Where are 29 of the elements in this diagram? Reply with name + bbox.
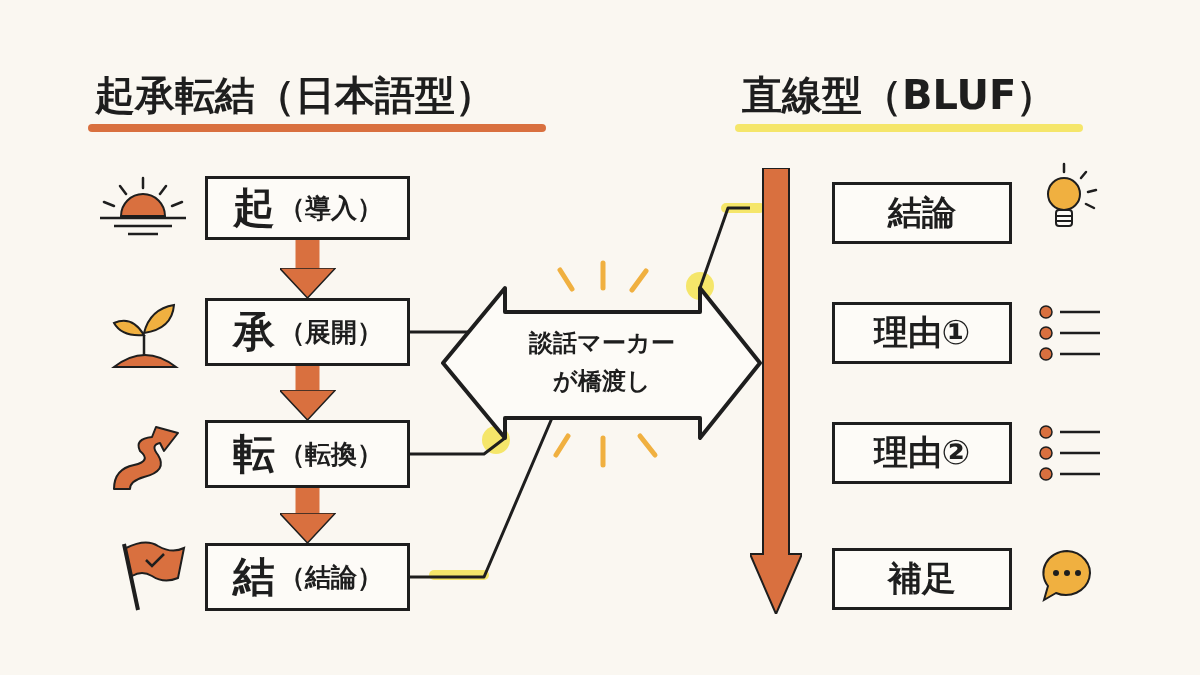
arrow-label: 談話マーカーが橋渡し bbox=[528, 328, 676, 397]
step-heading: 結 bbox=[232, 551, 275, 603]
step-heading: 承 bbox=[232, 306, 275, 358]
connector-line bbox=[410, 330, 469, 334]
step-box bbox=[205, 543, 410, 611]
flow-arrow bbox=[278, 366, 337, 421]
connector-line bbox=[698, 206, 750, 289]
point-text: 補足 bbox=[888, 557, 956, 600]
point-text: 理由② bbox=[873, 431, 971, 474]
flow-arrow bbox=[278, 240, 337, 299]
point-box bbox=[832, 182, 1012, 244]
point-box bbox=[832, 548, 1012, 610]
step-heading: 起 bbox=[232, 182, 275, 234]
flow-arrow bbox=[278, 488, 337, 544]
step-box bbox=[205, 420, 410, 488]
connector-line bbox=[410, 436, 506, 456]
step-note: （結論） bbox=[278, 560, 383, 594]
section-heading: 起承転結（日本語型） bbox=[95, 71, 495, 120]
step-note: （展開） bbox=[278, 315, 383, 349]
point-box bbox=[832, 422, 1012, 484]
point-text: 理由① bbox=[873, 311, 971, 354]
step-note: （導入） bbox=[278, 191, 383, 225]
step-note: （転換） bbox=[278, 437, 383, 471]
point-text: 結論 bbox=[888, 191, 956, 234]
step-box bbox=[205, 176, 410, 240]
section-heading: 直線型（BLUF） bbox=[742, 71, 1057, 120]
step-box bbox=[205, 298, 410, 366]
point-box bbox=[832, 302, 1012, 364]
step-heading: 転 bbox=[232, 428, 275, 480]
